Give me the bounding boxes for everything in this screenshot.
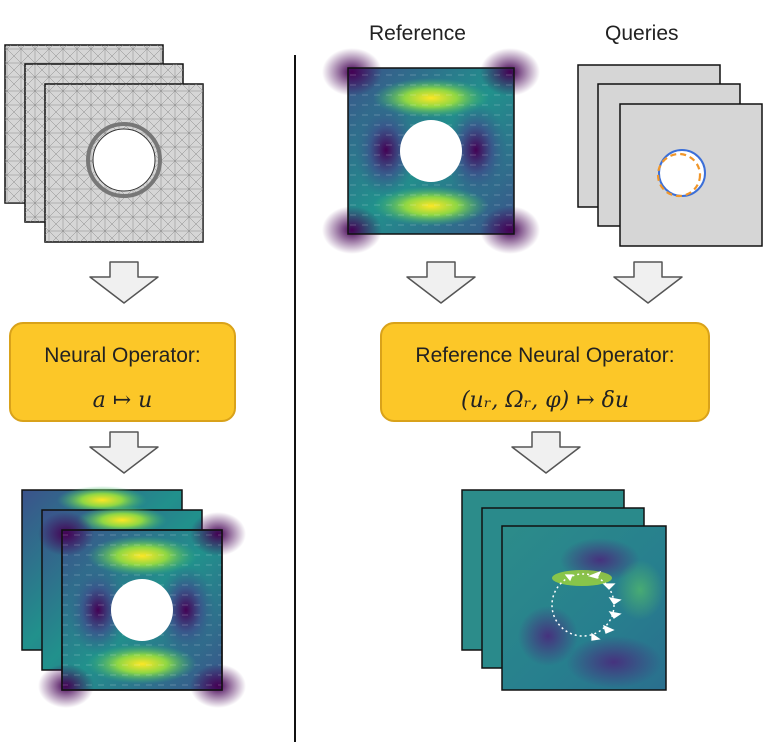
reference-neural-operator-box: Reference Neural Operator: (uᵣ, Ωᵣ, φ) ↦…	[380, 322, 710, 422]
neural-operator-box: Neural Operator: a ↦ u	[9, 322, 236, 422]
reference-neural-operator-title: Reference Neural Operator:	[415, 344, 675, 367]
down-arrow-icon	[89, 431, 159, 474]
delta-field-stack	[461, 489, 667, 691]
down-arrow-icon	[89, 261, 159, 304]
query-stack	[577, 64, 763, 247]
reference-neural-operator-formula: (uᵣ, Ωᵣ, φ) ↦ δu	[460, 388, 630, 413]
mesh-front	[44, 83, 204, 243]
queries-label: Queries	[605, 22, 679, 45]
query-dashed-circle	[656, 152, 702, 198]
mesh-stack	[4, 44, 204, 243]
query-solid-circle	[658, 149, 706, 197]
boundary-arrows	[551, 570, 622, 641]
neural-operator-title: Neural Operator:	[44, 344, 201, 367]
reference-field	[322, 48, 540, 254]
field-front	[38, 512, 246, 708]
down-arrow-icon	[406, 261, 476, 304]
down-arrow-icon	[613, 261, 683, 304]
field-stack-output	[21, 486, 246, 708]
down-arrow-icon	[511, 431, 581, 474]
neural-operator-formula: a ↦ u	[92, 388, 153, 413]
delta-front	[501, 525, 667, 691]
query-front	[619, 103, 763, 247]
reference-label: Reference	[369, 22, 466, 45]
